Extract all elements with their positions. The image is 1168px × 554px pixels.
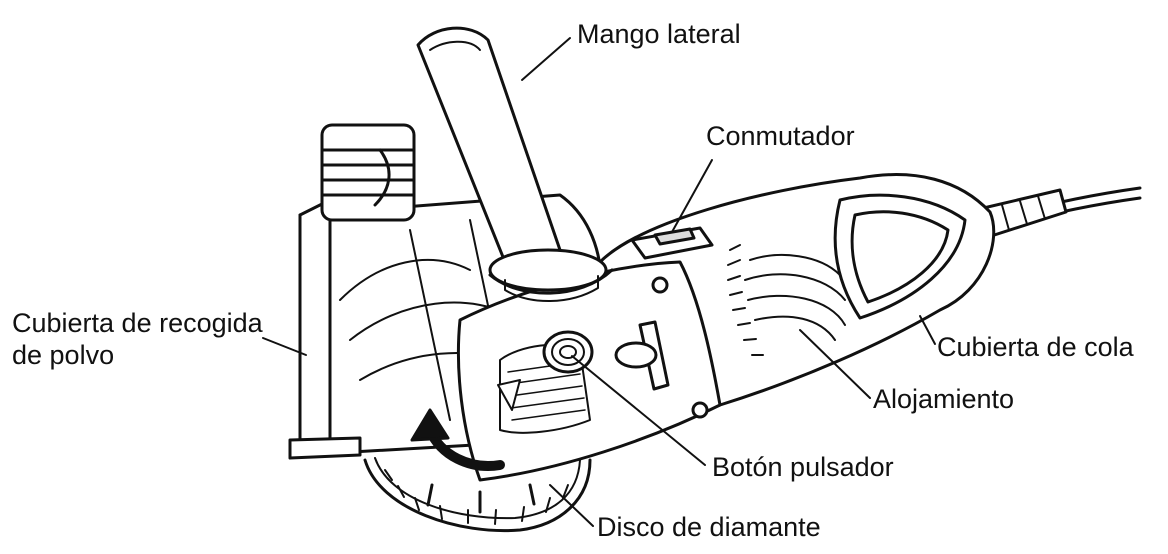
dust-port [320, 123, 416, 222]
leader-side-handle [521, 37, 571, 81]
label-side-handle: Mango lateral [577, 19, 741, 49]
label-dust-cover-line2: de polvo [12, 340, 115, 370]
leader-lines [262, 37, 936, 527]
label-dust-cover: Cubierta de recogida de polvo [12, 307, 263, 371]
label-tail-cover: Cubierta de cola [937, 332, 1134, 362]
switch-part [630, 226, 714, 260]
diamond-wheel-part [363, 457, 592, 533]
label-switch: Conmutador [706, 121, 855, 151]
label-diamond-wheel: Disco de diamante [597, 512, 821, 542]
side-handle-part [416, 26, 614, 302]
leader-tail-cover [919, 315, 936, 345]
leader-housing [799, 329, 871, 399]
label-housing: Alojamiento [873, 384, 1015, 414]
leader-dust-cover [262, 337, 307, 356]
label-dust-cover-line1: Cubierta de recogida [12, 308, 263, 338]
leader-diamond-wheel [549, 484, 594, 527]
leader-push-button [571, 355, 706, 466]
label-push-button: Botón pulsador [712, 452, 894, 482]
rotation-arrow [410, 408, 505, 471]
power-cord [973, 186, 1142, 240]
leader-switch [671, 159, 713, 233]
